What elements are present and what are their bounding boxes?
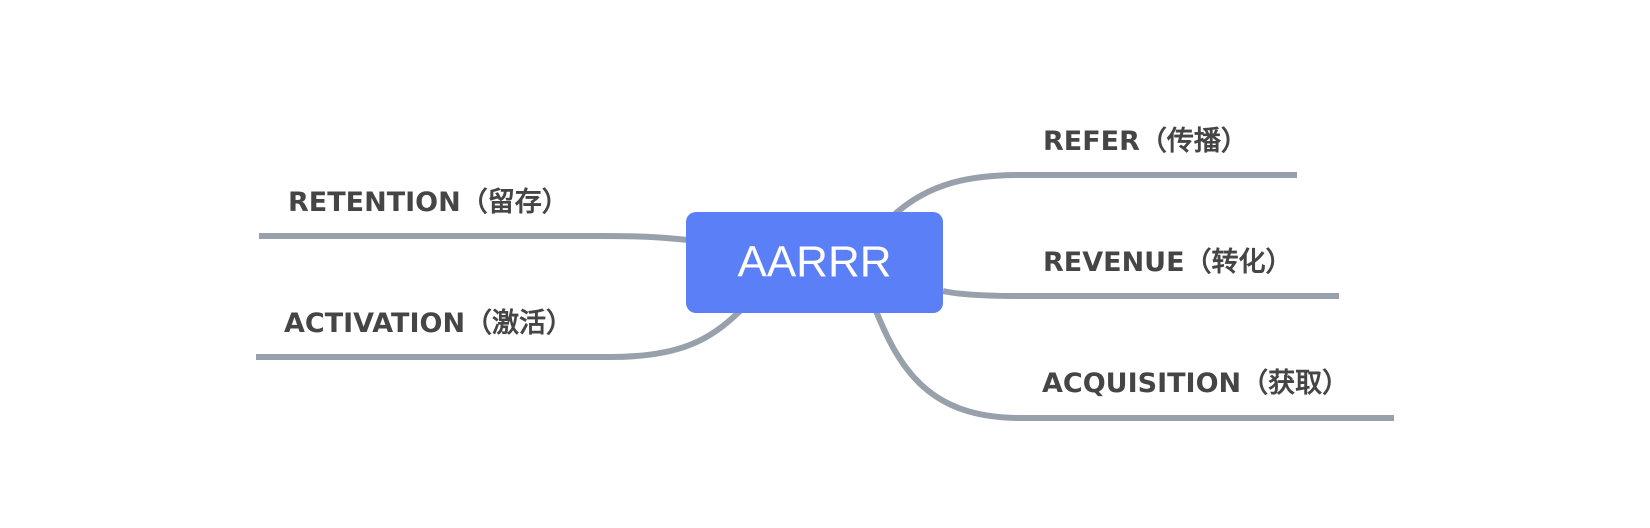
topic-label-revenue[interactable]: REVENUE（转化） <box>1043 247 1293 278</box>
central-node[interactable]: AARRR <box>686 212 943 313</box>
branch-line-activation <box>256 308 743 360</box>
branch-line-revenue <box>942 288 1339 299</box>
branch-line-retention <box>259 233 689 243</box>
branch-line-acquisition <box>873 309 1394 421</box>
branch-line-refer <box>893 172 1297 217</box>
topic-label-retention[interactable]: RETENTION（留存） <box>288 187 569 218</box>
topic-label-refer[interactable]: REFER（传播） <box>1043 126 1248 157</box>
central-node-box <box>686 212 943 313</box>
topic-label-acquisition[interactable]: ACQUISITION（获取） <box>1042 368 1349 399</box>
topic-label-activation[interactable]: ACTIVATION（激活） <box>284 307 573 339</box>
central-node-label: AARRR <box>737 238 891 287</box>
